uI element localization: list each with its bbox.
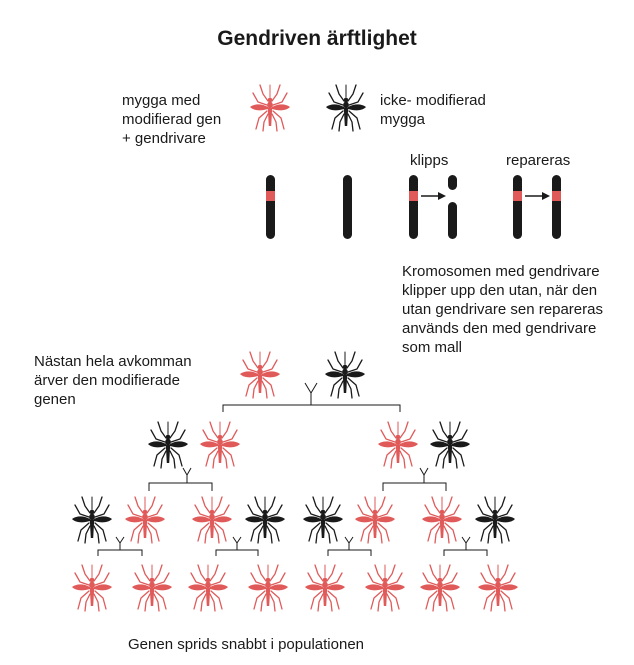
modified-mosquito-icon xyxy=(187,564,229,612)
chromosome-with-drive xyxy=(266,175,275,239)
unmodified-mosquito-icon xyxy=(474,496,516,544)
modified-mosquito-icon xyxy=(247,564,289,612)
modified-mosquito-icon xyxy=(239,351,281,399)
footer-caption: Genen sprids snabbt i populationen xyxy=(128,636,365,653)
step-cut-label: klipps xyxy=(410,152,449,169)
pedigree-lines xyxy=(97,382,488,556)
unmodified-mosquito-icon xyxy=(302,496,344,544)
unmodified-mosquito-icon xyxy=(244,496,286,544)
chromosome-pair-repaired xyxy=(513,175,561,239)
legend-modified-mosquito-icon xyxy=(249,84,291,132)
modified-mosquito-icon xyxy=(377,421,419,469)
modified-mosquito-icon xyxy=(71,564,113,612)
inheritance-caption: Nästan hela avkomman ärver den modifiera… xyxy=(34,353,192,408)
modified-mosquito-icon xyxy=(199,421,241,469)
unmodified-mosquito-icon xyxy=(71,496,113,544)
legend-modified-label: mygga med modifierad gen + gendrivare xyxy=(122,92,222,147)
chromosome-caption: Kromosomen med gendrivare klipper upp de… xyxy=(402,263,603,356)
modified-mosquito-icon xyxy=(131,564,173,612)
modified-mosquito-icon xyxy=(354,496,396,544)
modified-mosquito-icon xyxy=(304,564,346,612)
modified-mosquito-icon xyxy=(477,564,519,612)
modified-mosquito-icon xyxy=(364,564,406,612)
legend-unmodified-mosquito-icon xyxy=(325,84,367,132)
step-repair-label: repareras xyxy=(506,152,571,169)
legend-unmodified-label: icke- modifierad mygga xyxy=(380,92,486,128)
chromosome-without-drive xyxy=(343,175,352,239)
unmodified-mosquito-icon xyxy=(324,351,366,399)
modified-mosquito-icon xyxy=(191,496,233,544)
pedigree-mosquitoes xyxy=(71,351,519,612)
modified-mosquito-icon xyxy=(419,564,461,612)
diagram-title: Gendriven ärftlighet xyxy=(217,27,417,50)
chromosome-pair-cut xyxy=(409,175,457,239)
modified-mosquito-icon xyxy=(421,496,463,544)
unmodified-mosquito-icon xyxy=(429,421,471,469)
unmodified-mosquito-icon xyxy=(147,421,189,469)
modified-mosquito-icon xyxy=(124,496,166,544)
